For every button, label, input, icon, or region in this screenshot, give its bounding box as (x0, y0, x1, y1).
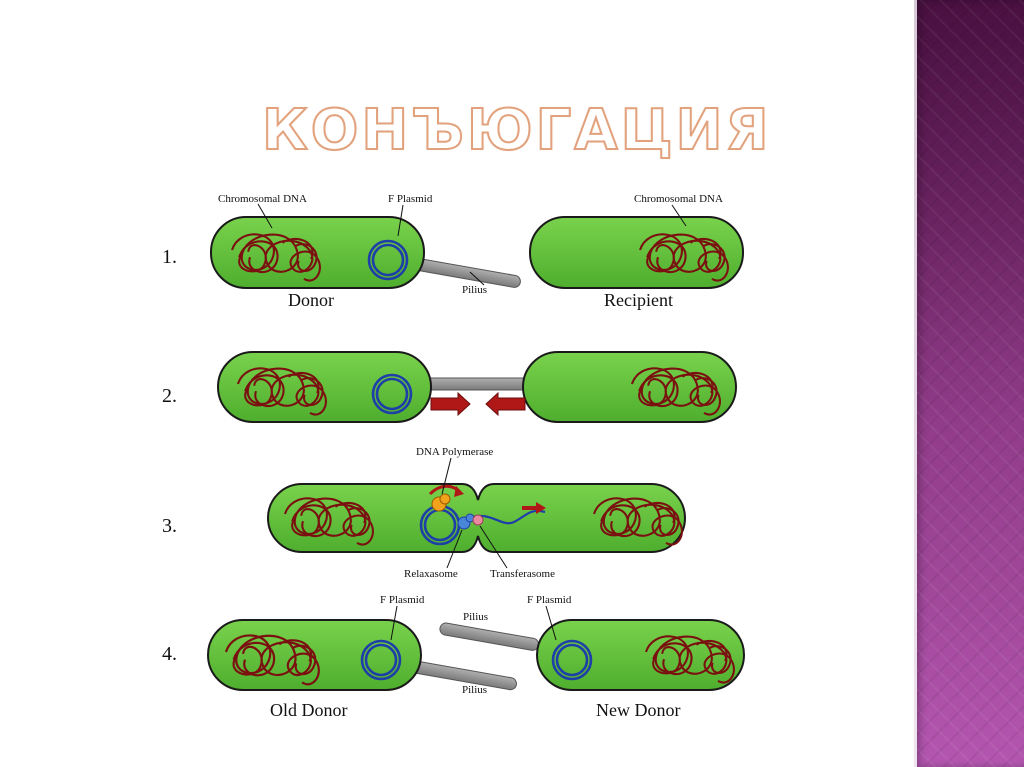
label-f-plasmid-new-donor: F Plasmid (527, 594, 572, 606)
pilus-step-2 (419, 377, 533, 391)
label-pilius-step-4-top: Pilius (463, 611, 488, 623)
arrow-right-icon (522, 502, 546, 514)
step-1-donor-cell (210, 216, 521, 289)
label-pilius-step-1: Pilius (462, 284, 487, 296)
label-relaxasome: Relaxasome (404, 568, 458, 580)
step-4-old-donor-cell (207, 619, 422, 691)
label-donor: Donor (288, 290, 334, 310)
arrow-left-icon (485, 391, 526, 417)
step-4-new-donor-cell (536, 619, 745, 691)
transferred-dna-strand (469, 509, 546, 525)
label-f-plasmid: F Plasmid (388, 193, 433, 205)
step-number-4: 4. (162, 643, 177, 665)
step-1-recipient-cell (529, 216, 744, 289)
label-chromosomal-dna-recipient: Chromosomal DNA (634, 193, 723, 205)
decorative-side-panel (914, 0, 1024, 767)
label-f-plasmid-old-donor: F Plasmid (380, 594, 425, 606)
pilus-step-4-new (439, 622, 540, 651)
step-number-2: 2. (162, 385, 177, 407)
label-pilius-step-4-bottom: Pilius (462, 684, 487, 696)
arrow-right-icon (430, 391, 471, 417)
label-transferasome: Transferasome (490, 568, 555, 580)
step-number-1: 1. (162, 246, 177, 268)
label-new-donor: New Donor (596, 700, 680, 720)
step-2-recipient-cell (522, 351, 737, 423)
step-2-donor-cell (217, 351, 432, 423)
label-dna-polymerase: DNA Polymerase (416, 446, 493, 458)
step-number-3: 3. (162, 515, 177, 537)
slide-title: КОНЪЮГАЦИЯ (261, 97, 772, 164)
transferasome-icon (472, 514, 484, 526)
label-recipient: Recipient (604, 290, 673, 310)
label-old-donor: Old Donor (270, 700, 348, 720)
conjugation-diagram: 1. 2. 3. 4. Chromosomal DNA F Plasmid Ch… (162, 193, 745, 720)
label-chromosomal-dna-donor: Chromosomal DNA (218, 193, 307, 205)
step-3-mating-pair (267, 483, 686, 553)
